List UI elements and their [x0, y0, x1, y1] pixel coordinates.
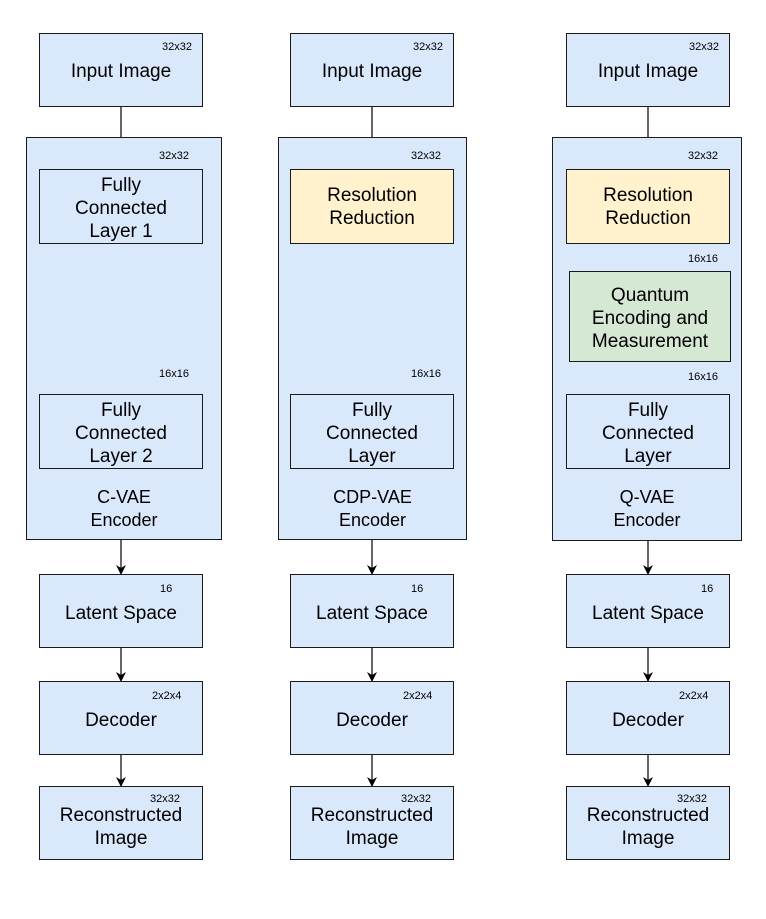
c3-decoder-dim: 2x2x4: [679, 690, 709, 702]
c2-reduction-line1: Resolution: [327, 185, 417, 206]
c1-fc1-line3: Layer 1: [89, 221, 153, 242]
c1-latent-label: Latent Space: [65, 603, 177, 624]
c1-fc1-line1: Fully: [100, 175, 142, 196]
c2-reconstructed-image-block: 32x32 Reconstructed Image: [290, 786, 454, 860]
c3-quantum-line2: Encoding and: [591, 308, 709, 329]
c2-latent-label: Latent Space: [316, 603, 428, 624]
c2-decoder-label: Decoder: [336, 710, 408, 731]
c2-output-line2: Image: [345, 828, 399, 849]
c3-quantum-encoding-block: Quantum Encoding and Measurement: [569, 271, 731, 362]
c1-fc-layer1-block: Fully Connected Layer 1: [39, 169, 203, 244]
c2-resolution-reduction-block: Resolution Reduction: [290, 169, 454, 244]
c3-encoder-dim-top: 32x32: [688, 150, 718, 162]
c3-input-image-block: 32x32 Input Image: [566, 33, 730, 107]
c2-latent-dim: 16: [411, 583, 424, 595]
c3-output-line1: Reconstructed: [586, 805, 710, 826]
c1-encoder-dim-top: 32x32: [159, 150, 189, 162]
c3-input-dim: 32x32: [689, 41, 719, 53]
c3-latent-space-block: 16 Latent Space: [566, 574, 730, 648]
c3-quantum-line3: Measurement: [591, 331, 709, 352]
c1-fc2-line2: Connected: [75, 423, 167, 444]
c1-decoder-block: 2x2x4 Decoder: [39, 681, 203, 755]
c3-output-line2: Image: [621, 828, 675, 849]
c1-output-line2: Image: [94, 828, 148, 849]
c3-encoder-label-line2: Encoder: [613, 510, 681, 530]
c2-fc-layer-block: Fully Connected Layer: [290, 394, 454, 469]
c1-fc2-line1: Fully: [100, 400, 142, 421]
c1-fc1-line2: Connected: [75, 198, 167, 219]
c3-latent-label: Latent Space: [592, 603, 704, 624]
c2-encoder-label-line2: Encoder: [338, 510, 407, 530]
c3-encoder-dim-mid2: 16x16: [688, 371, 718, 383]
c1-input-label: Input Image: [70, 61, 172, 82]
c2-fc-line1: Fully: [351, 400, 393, 421]
c2-reduction-line2: Reduction: [329, 208, 415, 229]
c1-encoder-dim-mid: 16x16: [159, 368, 189, 380]
c1-decoder-dim: 2x2x4: [152, 690, 182, 702]
c1-input-image-block: 32x32 Input Image: [39, 33, 203, 107]
c1-input-dim: 32x32: [162, 41, 192, 53]
c1-encoder-label-line2: Encoder: [90, 510, 158, 530]
c3-reduction-line1: Resolution: [603, 185, 693, 206]
c2-latent-space-block: 16 Latent Space: [290, 574, 454, 648]
c1-fc2-line3: Layer 2: [89, 446, 153, 467]
c3-encoder-dim-mid1: 16x16: [688, 253, 718, 265]
c3-fc-line3: Layer: [624, 446, 672, 467]
c3-resolution-reduction-block: Resolution Reduction: [566, 169, 730, 244]
c3-fc-line1: Fully: [627, 400, 669, 421]
c3-fc-layer-block: Fully Connected Layer: [566, 394, 730, 469]
c1-fc-layer2-block: Fully Connected Layer 2: [39, 394, 203, 469]
c2-fc-line3: Layer: [348, 446, 396, 467]
c2-encoder-dim-mid: 16x16: [411, 368, 441, 380]
c1-reconstructed-image-block: 32x32 Reconstructed Image: [39, 786, 203, 860]
c3-decoder-block: 2x2x4 Decoder: [566, 681, 730, 755]
c3-latent-dim: 16: [701, 583, 714, 595]
c1-output-dim: 32x32: [150, 793, 180, 805]
c3-output-dim: 32x32: [677, 793, 707, 805]
c2-input-label: Input Image: [321, 61, 423, 82]
c2-decoder-block: 2x2x4 Decoder: [290, 681, 454, 755]
c3-fc-line2: Connected: [602, 423, 694, 444]
c2-output-dim: 32x32: [401, 793, 431, 805]
c1-latent-space-block: 16 Latent Space: [39, 574, 203, 648]
c3-reduction-line2: Reduction: [605, 208, 691, 229]
c2-decoder-dim: 2x2x4: [403, 690, 433, 702]
c3-reconstructed-image-block: 32x32 Reconstructed Image: [566, 786, 730, 860]
c1-latent-dim: 16: [160, 583, 173, 595]
c3-input-label: Input Image: [597, 61, 699, 82]
c1-output-line1: Reconstructed: [59, 805, 183, 826]
c3-decoder-label: Decoder: [612, 710, 684, 731]
c3-quantum-line1: Quantum: [610, 285, 690, 306]
c1-encoder-label-line1: C-VAE: [97, 487, 151, 507]
c2-fc-line2: Connected: [326, 423, 418, 444]
c3-encoder-label-line1: Q-VAE: [619, 487, 675, 507]
c2-output-line1: Reconstructed: [310, 805, 434, 826]
c1-decoder-label: Decoder: [85, 710, 157, 731]
c2-input-dim: 32x32: [413, 41, 443, 53]
c2-encoder-dim-top: 32x32: [411, 150, 441, 162]
c2-encoder-label-line1: CDP-VAE: [333, 487, 412, 507]
c2-input-image-block: 32x32 Input Image: [290, 33, 454, 107]
